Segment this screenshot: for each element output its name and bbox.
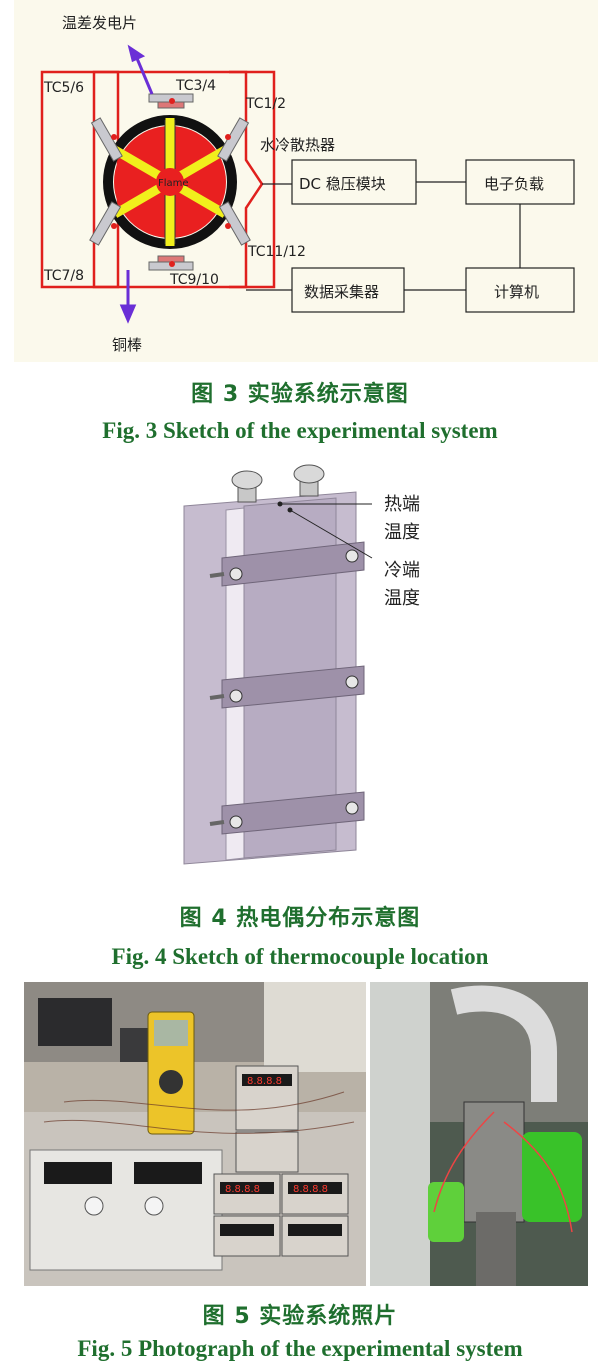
cold-side-label-1: 冷端 (384, 560, 420, 581)
tc910-label: TC9/10 (169, 272, 219, 288)
temp-controller (38, 998, 112, 1046)
dc-module-label: DC 稳压模块 (299, 175, 386, 193)
tc1112-label: TC11/12 (247, 244, 306, 260)
flame-label: Flame (158, 178, 189, 189)
copper-rod-label: 铜棒 (112, 336, 142, 354)
meter-reading-3: 8.8.8.8 (293, 1184, 328, 1195)
center-frame (92, 70, 276, 289)
figure-4-diagram: 热端 温度 冷端 温度 (140, 458, 460, 868)
meter-reading-1: 8.8.8.8 (247, 1076, 282, 1087)
green-container (522, 1132, 582, 1222)
figure-4-caption-en: Fig. 4 Sketch of thermocouple location (111, 944, 489, 969)
top-bolts (231, 464, 325, 503)
flame-core (156, 168, 184, 196)
figure-3-caption-cn: 图 3 实验系统示意图 (191, 382, 409, 407)
figure-4-caption-cn: 图 4 热电偶分布示意图 (179, 906, 421, 931)
block-boxes (291, 159, 575, 313)
teg-label: 温差发电片 (62, 14, 137, 32)
meter-reading-2: 8.8.8.8 (225, 1184, 260, 1195)
leader-lines (280, 503, 373, 559)
exhaust-pipe (450, 985, 557, 1102)
tc34-label: TC3/4 (175, 78, 216, 94)
figure-5-photo: 8.8.8.8 8.8.8.8 8.8.8.8 (24, 982, 588, 1286)
experimental-photo: 8.8.8.8 8.8.8.8 8.8.8.8 (24, 982, 588, 1286)
block-connectors (246, 181, 521, 291)
cold-side-point (287, 507, 293, 513)
figure-5-caption-en: Fig. 5 Photograph of the experimental sy… (77, 1336, 523, 1361)
bolt-shanks (209, 572, 225, 826)
figure-3-caption-en: Fig. 3 Sketch of the experimental system (102, 418, 498, 443)
cooler-label: 水冷散热器 (260, 136, 335, 154)
clamp-bars (221, 541, 365, 835)
thermocouple-points (111, 98, 231, 267)
tc56-label: TC5/6 (43, 80, 84, 96)
data-acquisition-label: 数据采集器 (304, 283, 379, 301)
figure-3-diagram: Flame 温差发电片 TC5/6 TC3/4 TC1/2 水冷散热器 TC7/… (14, 0, 598, 362)
electronic-load-label: 电子负载 (484, 175, 544, 193)
screws (229, 549, 359, 829)
hot-side-label-2: 温度 (384, 522, 420, 543)
computer-label: 计算机 (494, 283, 539, 301)
figure-5-caption-cn: 图 5 实验系统照片 (202, 1304, 398, 1329)
experimental-system-diagram: Flame 温差发电片 TC5/6 TC3/4 TC1/2 水冷散热器 TC7/… (40, 14, 575, 354)
tc78-label: TC7/8 (43, 268, 84, 284)
tc12-label: TC1/2 (245, 96, 286, 112)
hot-side-point (277, 501, 283, 507)
thermocouple-location-sketch: 热端 温度 冷端 温度 (183, 464, 420, 865)
cold-side-label-2: 温度 (384, 588, 420, 609)
burner-assembly (463, 1101, 525, 1223)
hot-side-label-1: 热端 (384, 494, 420, 515)
copper-rod-arrows (119, 44, 154, 324)
